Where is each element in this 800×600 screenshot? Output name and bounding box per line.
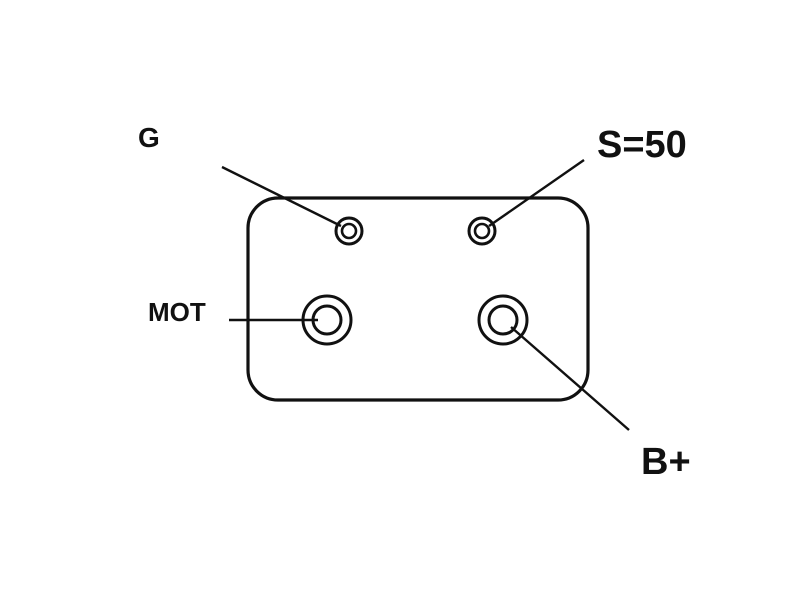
label-s50: S=50	[597, 124, 687, 166]
terminal-g-outer-ring	[334, 216, 364, 246]
terminal-s50	[467, 216, 497, 246]
label-mot: MOT	[148, 297, 206, 327]
terminal-g	[334, 216, 364, 246]
leader-line-bplus	[510, 326, 630, 431]
terminal-housing	[246, 196, 590, 402]
leader-line-s50	[488, 159, 585, 227]
terminal-s50-outer-ring	[467, 216, 497, 246]
terminal-bplus-inner-ring	[487, 304, 519, 336]
terminal-s50-inner-ring	[473, 222, 491, 240]
label-g: G	[138, 122, 160, 153]
terminal-bplus	[477, 294, 529, 346]
terminal-bplus-outer-ring	[477, 294, 529, 346]
leader-line-g	[221, 165, 342, 228]
label-bplus: B+	[641, 441, 691, 483]
terminal-g-inner-ring	[340, 222, 358, 240]
